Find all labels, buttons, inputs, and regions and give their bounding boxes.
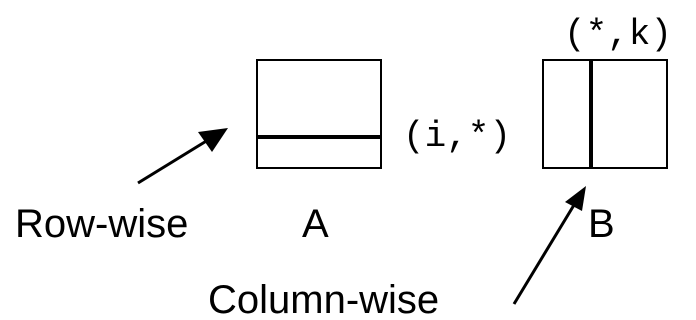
matrix-a-box: [256, 59, 382, 169]
column-wise-arrow: [512, 186, 586, 305]
index-i-label: (i,*): [403, 116, 511, 157]
row-wise-arrow-shaft: [137, 138, 209, 185]
column-wise-arrow-head: [565, 186, 586, 211]
row-wise-label: Row-wise: [15, 202, 188, 246]
index-k-label: (*,k): [564, 14, 672, 55]
row-wise-arrow-head: [198, 128, 228, 152]
matrix-b-label: B: [588, 202, 615, 246]
matrix-a: [256, 59, 382, 169]
row-wise-arrow: [137, 128, 228, 185]
matrix-b-box: [542, 59, 668, 169]
column-wise-label: Column-wise: [208, 278, 439, 320]
matrix-b: [542, 59, 668, 169]
matrix-a-label: A: [302, 202, 329, 246]
column-wise-arrow-shaft: [512, 204, 576, 305]
